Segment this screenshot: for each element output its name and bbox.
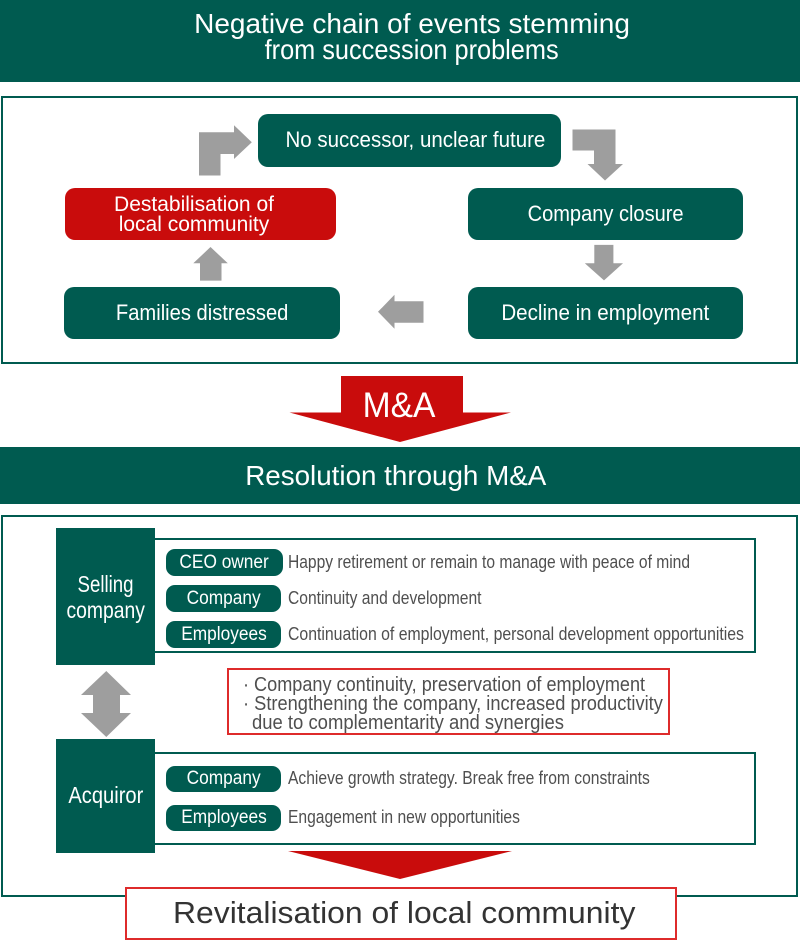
svg-text:M&A: M&A — [363, 386, 436, 425]
